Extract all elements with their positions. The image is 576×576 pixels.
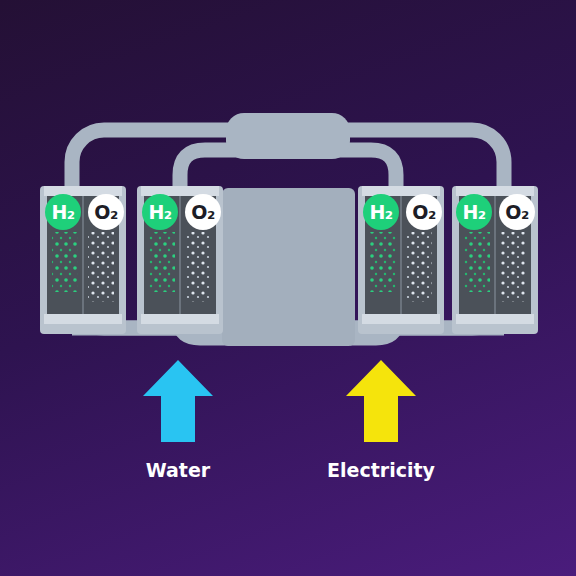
cell-cap <box>141 314 219 324</box>
gas-formula: H₂ <box>148 201 171 223</box>
hydrogen-bubbles <box>149 232 175 292</box>
cell-interior <box>459 196 531 314</box>
oxygen-bubbles <box>500 232 526 302</box>
oxygen-circle: O₂ <box>499 194 535 230</box>
oxygen-circle: O₂ <box>406 194 442 230</box>
cell-casing <box>137 186 223 334</box>
cell-cap <box>44 314 122 324</box>
gas-formula: H₂ <box>462 201 485 223</box>
gas-formula: H₂ <box>369 201 392 223</box>
oxygen-bubbles <box>185 232 211 302</box>
hydrogen-circle: H₂ <box>363 194 399 230</box>
central-unit <box>222 188 355 346</box>
cell-interior <box>47 196 119 314</box>
gas-formula: H₂ <box>51 201 74 223</box>
oxygen-circle: O₂ <box>185 194 221 230</box>
cell-membrane <box>494 196 496 314</box>
oxygen-circle: O₂ <box>88 194 124 230</box>
input-label: Water <box>146 459 210 481</box>
electrolysis-cells <box>40 186 538 334</box>
cell-interior <box>365 196 437 314</box>
gas-formula: O₂ <box>94 201 117 223</box>
gas-formula: O₂ <box>191 201 214 223</box>
hydrogen-bubbles <box>52 232 78 292</box>
hydrogen-bubbles <box>464 232 490 292</box>
cell-casing <box>358 186 444 334</box>
gas-formula: O₂ <box>505 201 528 223</box>
cell-membrane <box>82 196 84 314</box>
cell-casing <box>40 186 126 334</box>
cell-membrane <box>400 196 402 314</box>
gas-formula: O₂ <box>412 201 435 223</box>
hydrogen-circle: H₂ <box>456 194 492 230</box>
oxygen-bubbles <box>88 232 114 302</box>
cell-cap <box>456 314 534 324</box>
oxygen-bubbles <box>406 232 432 302</box>
cell-casing <box>452 186 538 334</box>
hydrogen-bubbles <box>370 232 396 292</box>
cell-interior <box>144 196 216 314</box>
electricity-arrow <box>346 360 416 442</box>
input-label: Electricity <box>327 459 435 481</box>
cell-cap <box>362 314 440 324</box>
hydrogen-circle: H₂ <box>142 194 178 230</box>
top-tank <box>226 113 350 159</box>
water-arrow <box>143 360 213 442</box>
hydrogen-circle: H₂ <box>45 194 81 230</box>
cell-membrane <box>179 196 181 314</box>
